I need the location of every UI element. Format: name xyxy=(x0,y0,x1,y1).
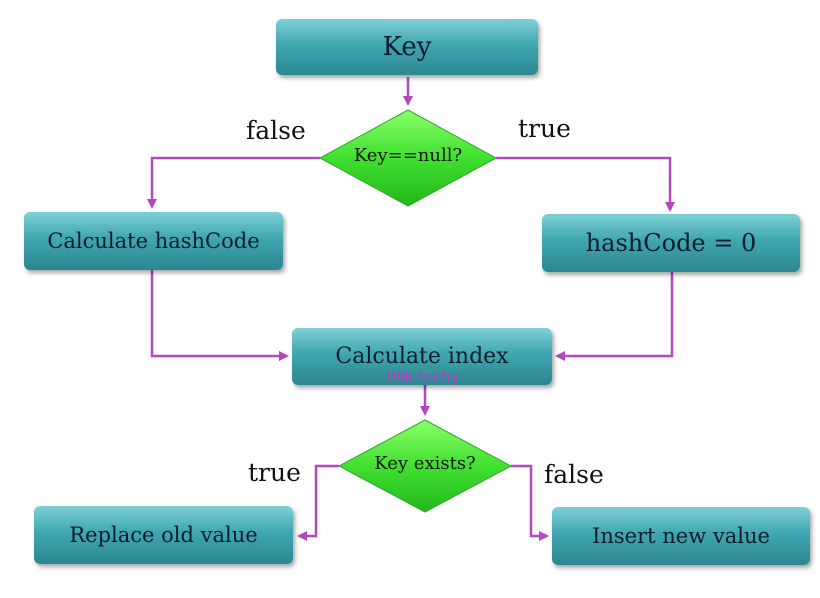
key-null-diamond xyxy=(318,109,498,207)
label-null-true: true xyxy=(518,114,571,143)
edge-exists-true-to-replace xyxy=(297,464,339,541)
label-null-false: false xyxy=(246,116,306,145)
edge-hashcode-zero-to-index xyxy=(555,272,674,361)
node-calculate-index: Calculate index xyxy=(292,328,552,385)
node-replace-old-value: Replace old value xyxy=(34,506,293,564)
node-calculate-hashcode: Calculate hashCode xyxy=(24,212,283,270)
edge-calc-hashcode-to-index xyxy=(150,270,289,361)
watermark: Wikitechy xyxy=(386,368,460,386)
node-insert-new-value: Insert new value xyxy=(552,507,810,565)
decision-key-exists-text: Key exists? xyxy=(374,453,476,474)
decision-key-null-text: Key==null? xyxy=(353,145,463,166)
label-exists-true: true xyxy=(248,458,301,487)
node-key: Key xyxy=(276,19,538,75)
edge-exists-false-to-insert xyxy=(511,464,549,541)
label-exists-false: false xyxy=(544,460,604,489)
key-exists-diamond xyxy=(337,419,513,513)
edge-false-to-calc-hashcode xyxy=(147,156,320,209)
node-hashcode-zero: hashCode = 0 xyxy=(542,214,800,272)
edge-true-to-hashcode-zero xyxy=(496,156,675,212)
